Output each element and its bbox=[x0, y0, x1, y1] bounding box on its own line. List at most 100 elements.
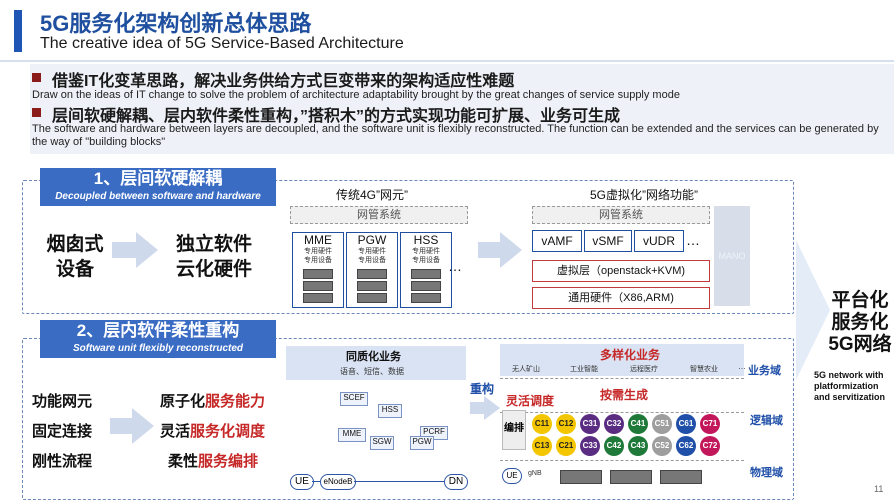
mid-item-atomic: 原子化服务能力 bbox=[160, 390, 265, 411]
right-summary: 平台化 服务化 5G网络 bbox=[826, 290, 894, 356]
server-icon bbox=[660, 470, 702, 484]
title-divider bbox=[0, 60, 894, 62]
mid-item-prefix: 柔性 bbox=[168, 453, 199, 470]
mid-item-prefix: 灵活 bbox=[160, 423, 191, 440]
arrow-right-icon bbox=[136, 232, 158, 268]
nf-sub: 专用硬件专用设备 bbox=[358, 248, 386, 264]
component-circle: C13 bbox=[532, 436, 552, 456]
summary-box bbox=[30, 64, 894, 154]
panel1-header-en: Decoupled between software and hardware bbox=[55, 191, 261, 202]
nf-mme-box: MME 专用硬件专用设备 bbox=[292, 232, 344, 308]
panel1-mid-text: 独立软件 云化硬件 bbox=[164, 232, 264, 282]
nf-sub: 专用硬件专用设备 bbox=[412, 248, 440, 264]
panel-reconstruct bbox=[22, 338, 794, 500]
server-icon bbox=[357, 281, 387, 291]
domain-physical: 物理域 bbox=[750, 467, 783, 479]
server-icon bbox=[411, 293, 441, 303]
arrow-right-icon bbox=[478, 242, 500, 258]
on-demand-label: 按需生成 bbox=[600, 388, 649, 402]
traditional-4g-title: 传统4G”网元” bbox=[336, 188, 409, 202]
mid-item-highlight: 服务化调度 bbox=[190, 423, 266, 440]
server-icon bbox=[357, 269, 387, 279]
right-summary-en: 5G network with platformization and serv… bbox=[814, 370, 886, 402]
panel1-header-cn: 1、层间软硬解耦 bbox=[93, 169, 223, 188]
virtual-5g-title: 5G虚拟化”网络功能” bbox=[590, 188, 699, 202]
arrow-right-icon bbox=[132, 408, 154, 444]
vnf-vsmf-box: vSMF bbox=[584, 230, 632, 252]
left-item: 功能网元 bbox=[32, 393, 93, 410]
component-circle: C62 bbox=[676, 436, 696, 456]
server-icon bbox=[303, 293, 333, 303]
vnf-name: vUDR bbox=[643, 234, 675, 248]
summary-point-2: 层间软硬解耦、层内软件柔性重构，”搭积木”的方式实现功能可扩展、业务可生成 bbox=[52, 108, 621, 125]
link-line bbox=[354, 481, 444, 482]
node-enodeb: eNodeB bbox=[320, 474, 356, 490]
left-text-line: 烟囱式 bbox=[46, 234, 104, 255]
divider-line bbox=[500, 460, 744, 462]
summary-point-1-en: Draw on the ideas of IT change to solve … bbox=[32, 89, 680, 101]
server-icon bbox=[411, 269, 441, 279]
arrow-right-icon bbox=[110, 418, 132, 434]
link-line bbox=[312, 481, 320, 482]
mgmt-system-5g: 网管系统 bbox=[532, 206, 710, 224]
right-summary-line: 服务化 bbox=[831, 312, 889, 333]
server-icon bbox=[303, 269, 333, 279]
vnf-name: vAMF bbox=[541, 234, 573, 248]
homog-banner bbox=[286, 346, 466, 380]
component-circle: C41 bbox=[628, 414, 648, 434]
component-circle: C61 bbox=[676, 414, 696, 434]
panel1-header: 1、层间软硬解耦 Decoupled between software and … bbox=[40, 168, 276, 206]
server-icon bbox=[357, 293, 387, 303]
node-mme: MME bbox=[338, 428, 366, 442]
server-icon bbox=[560, 470, 602, 484]
mano-box: MANO bbox=[714, 206, 750, 306]
mid-text-line: 独立软件 bbox=[175, 234, 252, 255]
server-icon bbox=[303, 281, 333, 291]
domain-logic: 逻辑域 bbox=[750, 415, 783, 427]
component-circle: C31 bbox=[580, 414, 600, 434]
component-circle: C72 bbox=[700, 436, 720, 456]
node-sgw: SGW bbox=[370, 436, 394, 450]
hardware-layer-box: 通用硬件（X86,ARM) bbox=[532, 287, 710, 309]
mid-item-flexible: 灵活服务化调度 bbox=[160, 420, 265, 441]
panel-decoupling bbox=[22, 180, 794, 314]
nf-name: HSS bbox=[413, 233, 439, 247]
component-circle: C71 bbox=[700, 414, 720, 434]
diverse-item: 远程医疗 bbox=[630, 366, 658, 373]
divider-line bbox=[500, 378, 744, 380]
divider-line bbox=[500, 412, 744, 414]
diverse-banner bbox=[500, 344, 744, 376]
node-dn: DN bbox=[444, 474, 468, 490]
vnf-vamf-box: vAMF bbox=[532, 230, 582, 252]
vnf-name: vSMF bbox=[592, 234, 624, 248]
gnb-label: gNB bbox=[528, 470, 542, 477]
nf-sub: 专用硬件专用设备 bbox=[304, 248, 332, 264]
bullet-icon bbox=[32, 108, 41, 117]
domain-service: 业务域 bbox=[748, 365, 781, 377]
right-summary-line: 平台化 bbox=[831, 290, 889, 311]
arrow-right-icon bbox=[470, 402, 484, 414]
mid-item-highlight: 服务能力 bbox=[205, 393, 266, 410]
panel2-header-en: Software unit flexibly reconstructed bbox=[72, 343, 244, 354]
page-title: 5G服务化架构创新总体思路 bbox=[40, 11, 312, 36]
arrow-right-icon bbox=[484, 396, 500, 420]
arrow-right-icon bbox=[112, 242, 136, 258]
mid-text-line: 云化硬件 bbox=[175, 259, 252, 280]
page-number: 11 bbox=[874, 484, 884, 494]
bullet-icon bbox=[32, 73, 41, 82]
nf-name: MME bbox=[304, 233, 332, 247]
diverse-item: … bbox=[738, 362, 746, 371]
mid-item-highlight: 服务编排 bbox=[198, 453, 259, 470]
panel1-left-text: 烟囱式 设备 bbox=[30, 232, 120, 282]
diverse-item: 工业智能 bbox=[570, 366, 598, 373]
nf-pgw-box: PGW 专用硬件专用设备 bbox=[346, 232, 398, 308]
left-item: 刚性流程 bbox=[32, 453, 93, 470]
node-hss: HSS bbox=[378, 404, 402, 418]
component-circle: C11 bbox=[532, 414, 552, 434]
homog-title: 同质化业务 bbox=[346, 351, 401, 363]
title-accent-bar bbox=[14, 10, 22, 52]
summary-point-1: 借鉴IT化变革思路，解决业务供给方式巨变带来的架构适应性难题 bbox=[52, 73, 515, 90]
summary-point-2-en: The software and hardware between layers… bbox=[32, 123, 879, 148]
panel2-header-cn: 2、层内软件柔性重构 bbox=[76, 321, 240, 340]
left-text-line: 设备 bbox=[55, 259, 94, 280]
